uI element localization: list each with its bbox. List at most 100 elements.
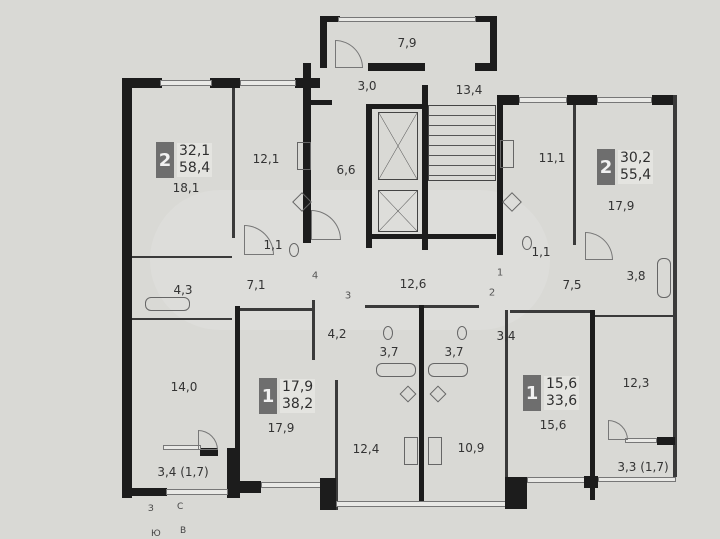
compass-east: В xyxy=(180,526,187,536)
room-area: 3,8 xyxy=(626,269,646,283)
window xyxy=(598,477,676,482)
wall xyxy=(422,85,428,250)
room-area: 11,1 xyxy=(538,151,566,165)
compass-west: З xyxy=(148,504,154,514)
room-area: 3,4 xyxy=(496,329,516,343)
wall xyxy=(366,234,496,239)
total-area: 58,4 xyxy=(179,160,211,176)
sink-icon xyxy=(399,385,417,403)
room-area: 15,6 xyxy=(539,418,567,432)
window xyxy=(261,482,321,488)
living-area: 32,1 xyxy=(179,143,211,159)
wall xyxy=(366,104,426,109)
wall xyxy=(132,256,232,258)
room-area: 12,4 xyxy=(352,442,380,456)
apartment-badge: 1 15,6 33,6 xyxy=(523,375,580,411)
wall xyxy=(132,318,232,320)
stove-icon xyxy=(500,140,514,168)
room-area-lobby: 7,9 xyxy=(397,36,417,50)
watermark xyxy=(150,190,550,330)
room-area: 10,9 xyxy=(457,441,485,455)
toilet-icon xyxy=(457,326,467,340)
room-area: 12,1 xyxy=(252,152,280,166)
room-area-stair-hall: 13,4 xyxy=(455,83,483,97)
wall xyxy=(366,108,372,248)
window xyxy=(625,438,657,443)
bathtub-icon xyxy=(145,297,190,311)
room-area-corridor: 12,6 xyxy=(399,277,427,291)
wall xyxy=(210,78,240,88)
door-swing xyxy=(335,40,363,68)
room-area: 4,3 xyxy=(173,283,193,297)
room-area-balcony: 3,3 (1,7) xyxy=(617,460,669,474)
wall xyxy=(303,63,311,243)
room-area: 18,1 xyxy=(172,181,200,195)
room-count: 1 xyxy=(523,375,541,411)
wall xyxy=(365,305,420,308)
stove-icon xyxy=(428,437,442,465)
living-area: 17,9 xyxy=(282,379,314,395)
room-area: 7,1 xyxy=(246,278,266,292)
room-area: 1,1 xyxy=(531,245,551,259)
room-area: 1,1 xyxy=(263,238,283,252)
room-count: 1 xyxy=(259,378,277,414)
room-area: 3,7 xyxy=(444,345,464,359)
wall xyxy=(652,95,676,105)
wall xyxy=(590,310,595,500)
room-area: 17,9 xyxy=(607,199,635,213)
apartment-badge: 1 17,9 38,2 xyxy=(259,378,316,414)
wall xyxy=(475,63,497,71)
wall xyxy=(497,95,503,255)
room-count: 2 xyxy=(156,142,174,178)
wall xyxy=(573,105,576,245)
apartment-badge: 2 32,1 58,4 xyxy=(156,142,213,178)
wall xyxy=(424,305,479,308)
window xyxy=(240,80,296,86)
wall xyxy=(368,63,425,71)
room-area: 4,2 xyxy=(327,327,347,341)
wall xyxy=(505,310,508,480)
apartment-badge: 2 30,2 55,4 xyxy=(597,149,654,185)
room-area-lift-corridor: 6,6 xyxy=(336,163,356,177)
room-area: 7,5 xyxy=(562,278,582,292)
window xyxy=(160,80,212,86)
room-area: 17,9 xyxy=(267,421,295,435)
elevator xyxy=(378,112,418,180)
wall xyxy=(584,476,598,488)
wall xyxy=(320,16,327,68)
stove-icon xyxy=(404,437,418,465)
wall xyxy=(200,448,218,456)
room-area: 3,7 xyxy=(379,345,399,359)
door-swing xyxy=(608,420,628,440)
compass-north: С xyxy=(177,502,184,512)
bathtub-icon xyxy=(428,363,468,377)
total-area: 33,6 xyxy=(546,393,578,409)
door-swing xyxy=(198,430,218,450)
door-number: 4 xyxy=(311,270,319,282)
bathtub-icon xyxy=(376,363,416,377)
living-area: 15,6 xyxy=(546,376,578,392)
window xyxy=(519,97,567,103)
elevator xyxy=(378,190,418,232)
window xyxy=(163,445,201,450)
window xyxy=(338,17,476,22)
wall xyxy=(567,95,597,105)
wall-divider xyxy=(419,305,424,505)
wall xyxy=(505,477,527,509)
wall xyxy=(497,95,519,105)
toilet-icon xyxy=(383,326,393,340)
wall xyxy=(490,16,497,71)
bathtub-icon xyxy=(657,258,671,298)
window xyxy=(166,489,228,495)
wall xyxy=(312,300,315,360)
toilet-icon xyxy=(522,236,532,250)
wall xyxy=(235,306,240,486)
wall xyxy=(320,478,336,510)
wall xyxy=(335,380,338,510)
window xyxy=(336,501,506,507)
door-number: 1 xyxy=(496,267,504,279)
compass-south: Ю xyxy=(151,529,161,539)
wall xyxy=(510,310,590,313)
window xyxy=(597,97,652,103)
